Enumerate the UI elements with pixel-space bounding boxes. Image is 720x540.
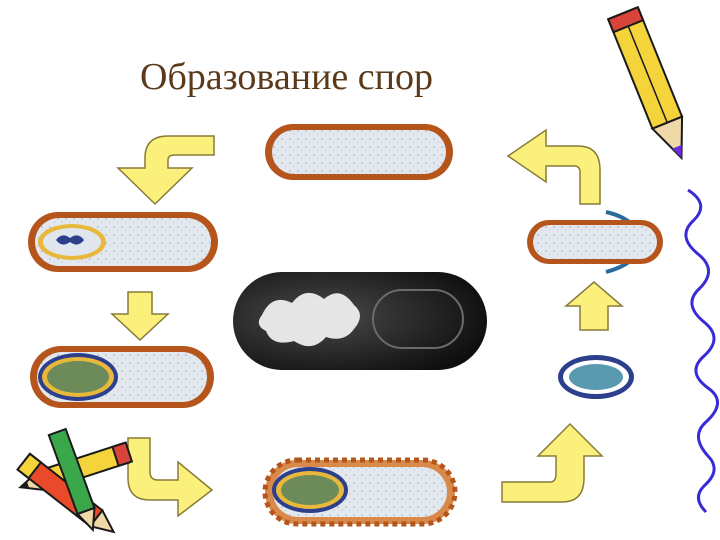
vegetative-cell-top — [265, 124, 453, 180]
arrow-top-to-left — [116, 135, 215, 206]
cell-early-spore — [28, 212, 218, 272]
arrow-bottom-to-spore — [501, 422, 604, 503]
germinating-cell — [527, 210, 663, 274]
cell-mature-endospore — [30, 346, 214, 408]
cell-lysing — [262, 457, 458, 527]
free-spore — [558, 355, 634, 399]
arrow-left-down — [110, 291, 170, 342]
squiggle-line — [684, 188, 719, 514]
arrow-left-to-bottom — [127, 437, 214, 518]
spore-micrograph — [233, 272, 487, 370]
crossed-pencils-icon — [16, 427, 134, 534]
arrow-right-to-top — [506, 128, 601, 205]
arrow-spore-up — [563, 281, 625, 331]
slide-title: Образование спор — [140, 56, 433, 98]
pencil-icon — [606, 5, 684, 161]
